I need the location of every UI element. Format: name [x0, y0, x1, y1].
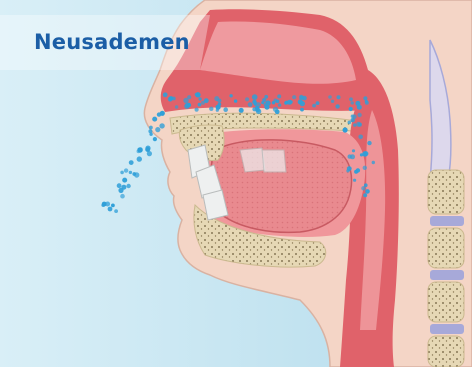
- air-particle: [353, 179, 356, 182]
- air-particle: [223, 107, 228, 112]
- air-particle: [153, 137, 157, 141]
- air-particle: [152, 117, 157, 122]
- air-particle: [120, 194, 125, 199]
- air-particle: [299, 96, 304, 101]
- air-particle: [139, 147, 143, 151]
- air-particle: [364, 183, 368, 187]
- air-particle: [316, 101, 320, 105]
- air-particle: [218, 103, 222, 107]
- air-particle: [363, 166, 367, 170]
- air-particle: [234, 99, 237, 102]
- air-particle: [111, 204, 115, 208]
- air-particle: [357, 113, 361, 117]
- air-particle: [145, 147, 150, 152]
- air-particle: [245, 97, 249, 101]
- air-particle: [198, 103, 202, 107]
- air-particle: [328, 95, 332, 99]
- air-particle: [356, 168, 360, 172]
- air-particle: [351, 101, 354, 104]
- air-particle: [372, 161, 375, 164]
- air-particle: [122, 178, 127, 183]
- air-particle: [331, 100, 334, 103]
- air-particle: [337, 95, 341, 99]
- air-particle: [367, 141, 371, 145]
- air-particle: [365, 189, 370, 194]
- air-particle: [163, 92, 168, 97]
- air-particle: [149, 133, 152, 136]
- air-particle: [169, 96, 173, 100]
- air-particle: [351, 118, 355, 122]
- air-particle: [290, 100, 293, 103]
- air-particle: [199, 97, 202, 100]
- air-particle: [335, 104, 339, 108]
- air-particle: [248, 102, 253, 107]
- air-particle: [114, 209, 118, 213]
- air-particle: [120, 171, 124, 175]
- air-particle: [159, 123, 164, 128]
- air-particle: [252, 94, 258, 100]
- air-particle: [363, 193, 367, 197]
- air-particle: [365, 101, 369, 105]
- air-particle: [126, 184, 130, 188]
- air-particle: [358, 135, 363, 140]
- air-particle: [350, 154, 355, 159]
- air-particle: [278, 103, 281, 106]
- air-particle: [284, 101, 287, 104]
- air-particle: [349, 107, 353, 111]
- air-particle: [349, 97, 353, 101]
- air-particle: [124, 168, 128, 172]
- air-particle: [121, 185, 126, 190]
- air-particle: [209, 107, 213, 111]
- air-particle: [195, 93, 198, 96]
- air-particle: [132, 172, 136, 176]
- air-particle: [137, 156, 142, 161]
- air-particle: [160, 111, 165, 116]
- air-particle: [348, 121, 352, 125]
- air-particle: [360, 153, 363, 156]
- air-particle: [148, 129, 152, 133]
- air-particle: [187, 95, 191, 99]
- air-particle: [265, 100, 270, 105]
- air-particle: [255, 102, 260, 107]
- air-particle: [356, 122, 361, 127]
- air-particle: [277, 94, 281, 98]
- air-particle: [275, 109, 280, 114]
- air-particle: [352, 149, 355, 152]
- air-particle: [217, 99, 221, 103]
- air-particle: [129, 171, 132, 174]
- air-particle: [255, 108, 259, 112]
- air-particle: [239, 108, 244, 113]
- air-particle: [129, 160, 134, 165]
- air-particle: [229, 94, 232, 97]
- air-particle: [292, 95, 296, 99]
- air-particle: [262, 98, 266, 102]
- air-particle: [155, 127, 160, 132]
- figure-title: Neusademen: [34, 30, 190, 54]
- air-particle: [187, 103, 192, 108]
- air-particle: [117, 183, 122, 188]
- air-particle: [343, 127, 348, 132]
- air-particle: [347, 166, 352, 171]
- air-particle: [364, 151, 369, 156]
- air-particle: [149, 126, 153, 130]
- air-particle: [195, 108, 199, 112]
- air-particle: [175, 105, 178, 108]
- air-particle: [355, 101, 360, 106]
- air-particle: [300, 108, 304, 112]
- air-particle: [351, 115, 354, 118]
- air-particle: [363, 96, 367, 100]
- air-particle: [273, 99, 277, 103]
- air-particle: [108, 207, 113, 212]
- air-particle: [201, 101, 205, 105]
- air-particle: [353, 123, 356, 126]
- air-particle: [105, 202, 110, 207]
- air-particle: [312, 104, 316, 108]
- air-particle: [216, 109, 219, 112]
